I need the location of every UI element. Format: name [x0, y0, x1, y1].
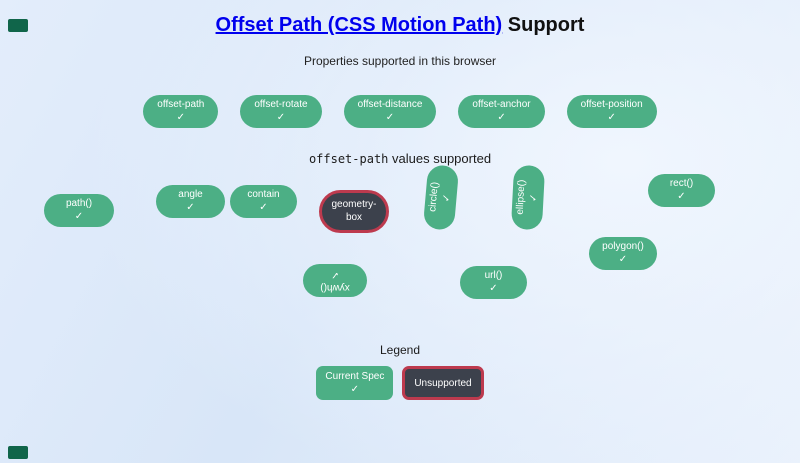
- legend-row: Current Spec ✓ Unsupported: [0, 366, 800, 400]
- legend-label: Unsupported: [414, 377, 472, 389]
- legend-item-current-spec: Current Spec ✓: [316, 366, 394, 400]
- property-label: offset-distance: [357, 99, 423, 110]
- value-label: ellipse(): [514, 179, 528, 215]
- check-icon: ✓: [330, 269, 340, 281]
- property-label: offset-anchor: [472, 99, 531, 110]
- legend-item-unsupported: Unsupported: [402, 366, 484, 400]
- value-label: angle: [178, 189, 203, 200]
- value-pill-angle: angle ✓: [156, 185, 225, 218]
- motion-path-marker-top: [8, 19, 28, 32]
- check-icon: ✓: [259, 201, 268, 213]
- check-icon: ✓: [607, 111, 616, 123]
- value-pill-rect: rect() ✓: [648, 174, 715, 207]
- legend: Legend Current Spec ✓ Unsupported: [0, 343, 800, 400]
- check-icon: ✓: [677, 190, 686, 202]
- properties-row: offset-path ✓ offset-rotate ✓ offset-dis…: [0, 95, 800, 128]
- spec-link[interactable]: Offset Path (CSS Motion Path): [215, 14, 503, 36]
- check-icon: ✓: [618, 253, 628, 265]
- check-icon: ✓: [440, 193, 453, 203]
- property-pill-offset-position: offset-position ✓: [566, 95, 657, 128]
- check-icon: ✓: [276, 111, 286, 123]
- legend-label: Current Spec: [325, 371, 385, 382]
- check-icon: ✓: [350, 384, 360, 395]
- check-icon: ✓: [74, 210, 84, 222]
- value-pill-circle: circle() ✓: [422, 164, 460, 231]
- check-icon: ✓: [176, 111, 186, 123]
- value-pill-geometry-box: geometry-box: [319, 190, 389, 233]
- motion-path-marker-bottom: [8, 446, 28, 459]
- check-icon: ✓: [489, 282, 498, 294]
- value-pill-xywh: xywh() ✓: [303, 264, 367, 297]
- page-subtitle: Properties supported in this browser: [303, 54, 497, 68]
- value-label: url(): [484, 270, 503, 281]
- check-icon: ✓: [385, 111, 395, 123]
- property-label: offset-path: [157, 99, 205, 110]
- value-label: xywh(): [320, 282, 350, 293]
- values-area: path() ✓ angle ✓ contain ✓ geometry-box …: [0, 163, 800, 328]
- value-pill-url: url() ✓: [460, 266, 527, 299]
- value-pill-ellipse: ellipse() ✓: [510, 164, 546, 231]
- value-label: contain: [247, 189, 280, 200]
- legend-title: Legend: [379, 343, 421, 357]
- value-label: rect(): [669, 178, 694, 189]
- value-label: path(): [65, 198, 93, 209]
- check-icon: ✓: [527, 193, 540, 203]
- property-pill-offset-distance: offset-distance ✓: [343, 95, 437, 128]
- value-label: geometry-box: [331, 199, 377, 223]
- values-heading-rest: values supported: [388, 151, 492, 166]
- property-label: offset-position: [580, 99, 643, 110]
- values-heading-code: offset-path: [308, 152, 389, 166]
- page-title: Offset Path (CSS Motion Path) Support: [0, 13, 800, 37]
- value-pill-polygon: polygon() ✓: [589, 237, 657, 270]
- page: Offset Path (CSS Motion Path) Support Pr…: [0, 13, 800, 463]
- value-pill-path: path() ✓: [44, 194, 114, 227]
- value-pill-contain: contain ✓: [230, 185, 297, 218]
- values-heading: offset-path values supported: [0, 151, 800, 166]
- check-icon: ✓: [497, 111, 506, 123]
- check-icon: ✓: [186, 201, 195, 213]
- value-label: polygon(): [602, 241, 644, 252]
- property-pill-offset-path: offset-path ✓: [143, 95, 219, 128]
- page-title-suffix: Support: [502, 14, 585, 36]
- property-pill-offset-rotate: offset-rotate ✓: [240, 95, 322, 128]
- property-label: offset-rotate: [254, 99, 308, 110]
- property-pill-offset-anchor: offset-anchor ✓: [458, 95, 545, 128]
